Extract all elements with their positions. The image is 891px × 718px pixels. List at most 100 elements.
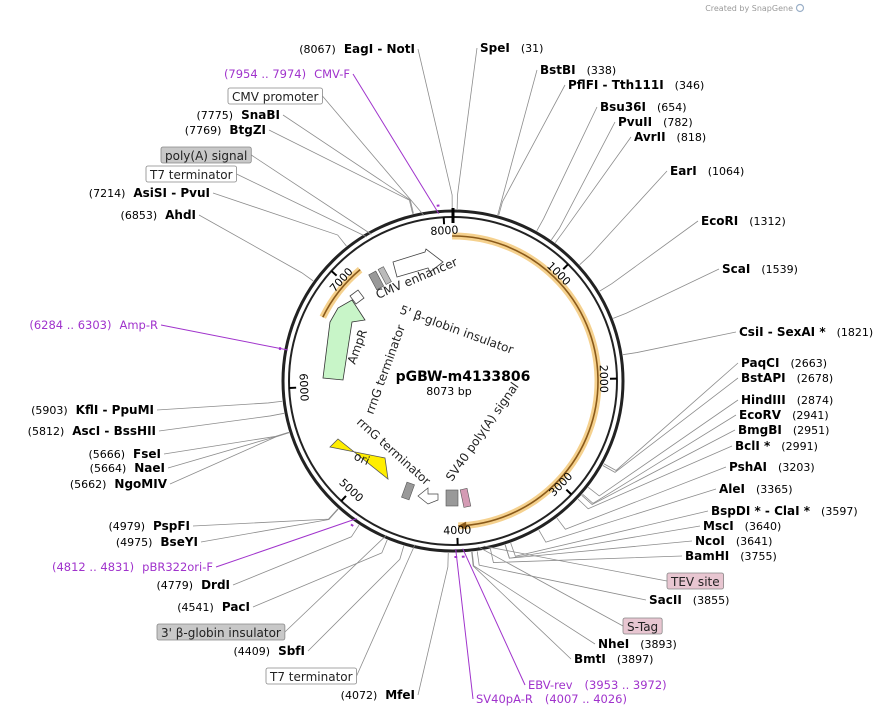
restriction-site-fsei[interactable]: FseI(5666) [88, 447, 161, 461]
feature-label-s-tag[interactable]: S-Tag [622, 617, 663, 635]
site-leader-line [613, 268, 720, 319]
restriction-site-ahdi[interactable]: AhdI(6853) [121, 208, 196, 222]
restriction-site-mfei[interactable]: MfeI(4072) [341, 688, 415, 702]
enzyme-name: DrdI [201, 578, 230, 592]
watermark-text: Created by SnapGene [705, 4, 793, 13]
primer-sv40pa-r[interactable]: SV40pA-R(4007 .. 4026) [476, 692, 627, 706]
enzyme-position: (5812) [28, 425, 65, 438]
enzyme-position: (5662) [70, 478, 107, 491]
feature-label-t7-terminator[interactable]: T7 terminator [265, 667, 357, 685]
enzyme-position: (2991) [781, 440, 818, 453]
restriction-site-bspdi-clai[interactable]: BspDI * - ClaI *(3597) [711, 504, 858, 518]
primer-cmv-f[interactable]: CMV-F(7954 .. 7974) [224, 67, 350, 81]
primer-range: (7954 .. 7974) [224, 67, 306, 81]
restriction-site-pvuii[interactable]: PvuII(782) [618, 115, 693, 129]
restriction-site-bmti[interactable]: BmtI(3897) [574, 652, 653, 666]
primer-amp-r[interactable]: Amp-R (6284 .. 6303) [29, 318, 158, 332]
restriction-site-sacii[interactable]: SacII(3855) [649, 593, 729, 607]
enzyme-name: EcoRI [701, 214, 738, 228]
enzyme-position: (338) [587, 64, 617, 77]
site-leader-line [554, 136, 632, 243]
site-leader-line [587, 399, 739, 497]
ampr-feature-arrow [322, 299, 366, 381]
left-arc [322, 269, 361, 318]
restriction-site-bstapi[interactable]: BstAPI(2678) [741, 371, 833, 385]
primer-label: pBR322ori-F [142, 560, 213, 574]
site-leader-line [169, 432, 290, 485]
enzyme-name: PvuII [618, 115, 652, 129]
enzyme-position: (4975) [116, 536, 153, 549]
restriction-site-sbfi[interactable]: SbfI(4409) [234, 644, 306, 658]
primer-leader-line [160, 324, 288, 351]
site-leader-line [268, 129, 414, 214]
primer-pbr322ori-f[interactable]: pBR322ori-F(4812 .. 4831) [52, 560, 213, 574]
enzyme-name: EagI - NotI [344, 42, 415, 56]
site-leader-line [471, 551, 572, 660]
restriction-site-pflfi-tth111i[interactable]: PflFI - Tth111I(346) [568, 78, 704, 92]
feature-label-cmv-promoter[interactable]: CMV promoter [227, 87, 323, 105]
restriction-site-eari[interactable]: EarI(1064) [670, 164, 744, 178]
restriction-site-kfli-ppumi[interactable]: KflI - PpuMI(5903) [31, 403, 154, 417]
primer-leader-line [352, 73, 440, 214]
restriction-site-ecori[interactable]: EcoRI(1312) [701, 214, 786, 228]
enzyme-name: AleI [719, 482, 745, 496]
primer-ebv-rev[interactable]: EBV-rev(3953 .. 3972) [528, 678, 667, 692]
orf-arc [452, 235, 599, 527]
restriction-site-snabi[interactable]: SnaBI(7775) [197, 108, 280, 122]
restriction-site-pshai[interactable]: PshAI(3203) [729, 460, 815, 474]
enzyme-name: BstAPI [741, 371, 786, 385]
feature-label-tev-site[interactable]: TEV site [666, 572, 725, 590]
restriction-site-scai[interactable]: ScaI(1539) [722, 262, 798, 276]
restriction-site-naei[interactable]: NaeI(5664) [90, 461, 165, 475]
enzyme-name: SpeI [480, 41, 510, 55]
restriction-site-bstbi[interactable]: BstBI(338) [540, 63, 616, 77]
enzyme-name: BmgBI [738, 423, 782, 437]
restriction-site-eagi-noti[interactable]: EagI - NotI (8067) [299, 42, 415, 56]
feature-label-t7-terminator[interactable]: T7 terminator [145, 165, 237, 183]
restriction-site-alei[interactable]: AleI(3365) [719, 482, 793, 496]
restriction-site-drdi[interactable]: DrdI(4779) [156, 578, 230, 592]
enzyme-position: (8067) [299, 43, 336, 56]
tick-label: 6000 [297, 373, 311, 402]
site-leader-line [417, 48, 453, 210]
restriction-site-paci[interactable]: PacI(4541) [177, 600, 250, 614]
restriction-site-bamhi[interactable]: BamHI(3755) [685, 549, 777, 563]
restriction-site-nhei[interactable]: NheI(3893) [598, 637, 677, 651]
feature-label-3-globin-insulator[interactable]: 3' β-globin insulator [156, 623, 286, 641]
restriction-site-hindiii[interactable]: HindIII(2874) [741, 393, 833, 407]
tick-mark [565, 488, 573, 496]
restriction-site-paqci[interactable]: PaqCI(2663) [741, 356, 827, 370]
site-leader-line [504, 540, 693, 559]
enzyme-name: BclI * [735, 439, 771, 453]
primer-label: Amp-R [119, 318, 158, 332]
primer-leader-line [462, 548, 526, 686]
restriction-site-ncoi[interactable]: NcoI(3641) [695, 534, 772, 548]
restriction-site-asisi-pvui[interactable]: AsiSI - PvuI(7214) [89, 186, 210, 200]
enzyme-position: (2874) [797, 394, 834, 407]
restriction-site-bsu36i[interactable]: Bsu36I(654) [600, 100, 687, 114]
restriction-site-avrii[interactable]: AvrII(818) [634, 130, 706, 144]
restriction-site-bseyi[interactable]: BseYI(4975) [116, 535, 198, 549]
restriction-site-bcli[interactable]: BclI * (2991) [735, 439, 818, 453]
restriction-site-msci[interactable]: MscI(3640) [703, 519, 781, 533]
restriction-site-btgzi[interactable]: BtgZI(7769) [185, 123, 266, 137]
feature-leader-line [483, 545, 668, 582]
feature-label-poly-a-signal[interactable]: poly(A) signal [160, 146, 252, 164]
snapgene-watermark: Created by SnapGene [705, 3, 805, 13]
restriction-site-pspfi[interactable]: PspFI(4979) [108, 519, 190, 533]
restriction-site-ecorv[interactable]: EcoRV(2941) [739, 408, 829, 422]
enzyme-position: (31) [521, 42, 544, 55]
restriction-site-ngomiv[interactable]: NgoMIV(5662) [70, 477, 168, 491]
feature-label-box [145, 165, 237, 183]
site-leader-line [603, 362, 739, 471]
restriction-site-bmgbi[interactable]: BmgBI(2951) [738, 423, 829, 437]
restriction-site-spei[interactable]: SpeI (31) [480, 41, 543, 55]
restriction-site-asci-bsshii[interactable]: AscI - BssHII(5812) [28, 424, 156, 438]
enzyme-name: PacI [222, 600, 250, 614]
globin-insulator-5-label: 5' β-globin insulator [398, 303, 515, 357]
site-leader-line [282, 114, 414, 214]
primer-range: (6284 .. 6303) [29, 318, 111, 332]
site-leader-line [497, 69, 538, 216]
restriction-site-csii-sexai[interactable]: CsiI - SexAI *(1821) [739, 325, 873, 339]
primer-binding-mark [278, 347, 282, 351]
